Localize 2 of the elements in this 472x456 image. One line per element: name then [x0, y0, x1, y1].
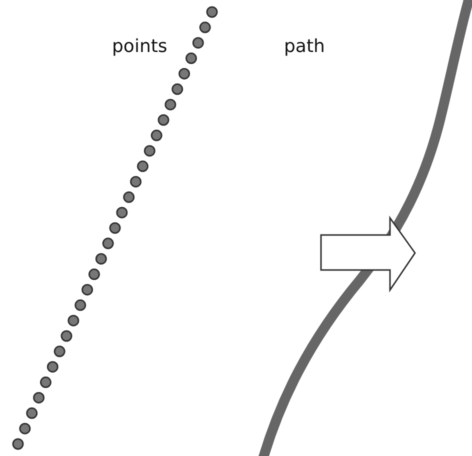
label: path: [284, 38, 325, 56]
label: points: [112, 38, 168, 56]
